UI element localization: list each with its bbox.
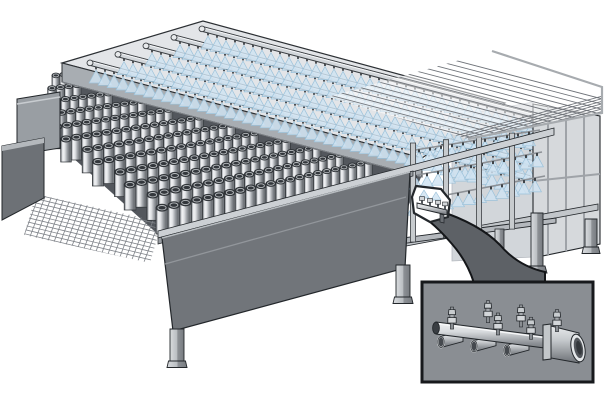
can	[81, 145, 94, 174]
detail-inset-box	[420, 280, 595, 384]
can	[84, 105, 95, 130]
manifold-valve	[493, 312, 503, 336]
manifold-valve	[447, 306, 457, 330]
manifold-valve	[516, 304, 526, 328]
can	[146, 190, 159, 221]
support-legs	[166, 218, 601, 368]
detail-callout-blob	[410, 184, 452, 224]
leg	[581, 218, 601, 254]
can	[214, 136, 224, 161]
manifold-socket	[542, 323, 586, 364]
leg	[166, 328, 188, 368]
can	[70, 133, 82, 161]
can	[313, 170, 323, 194]
can	[245, 184, 257, 211]
can	[295, 147, 305, 170]
can	[92, 157, 104, 187]
infeed-guides	[1, 91, 61, 221]
can	[321, 168, 332, 191]
can	[123, 180, 137, 211]
can	[103, 155, 115, 184]
can	[51, 72, 61, 94]
can	[60, 135, 72, 163]
manifold-valve	[526, 316, 536, 340]
can	[135, 178, 148, 208]
leg	[392, 264, 414, 304]
manifold-valve	[483, 300, 493, 324]
manifold-valve	[552, 309, 562, 332]
manifold-assembly	[432, 300, 586, 364]
can	[155, 203, 169, 235]
